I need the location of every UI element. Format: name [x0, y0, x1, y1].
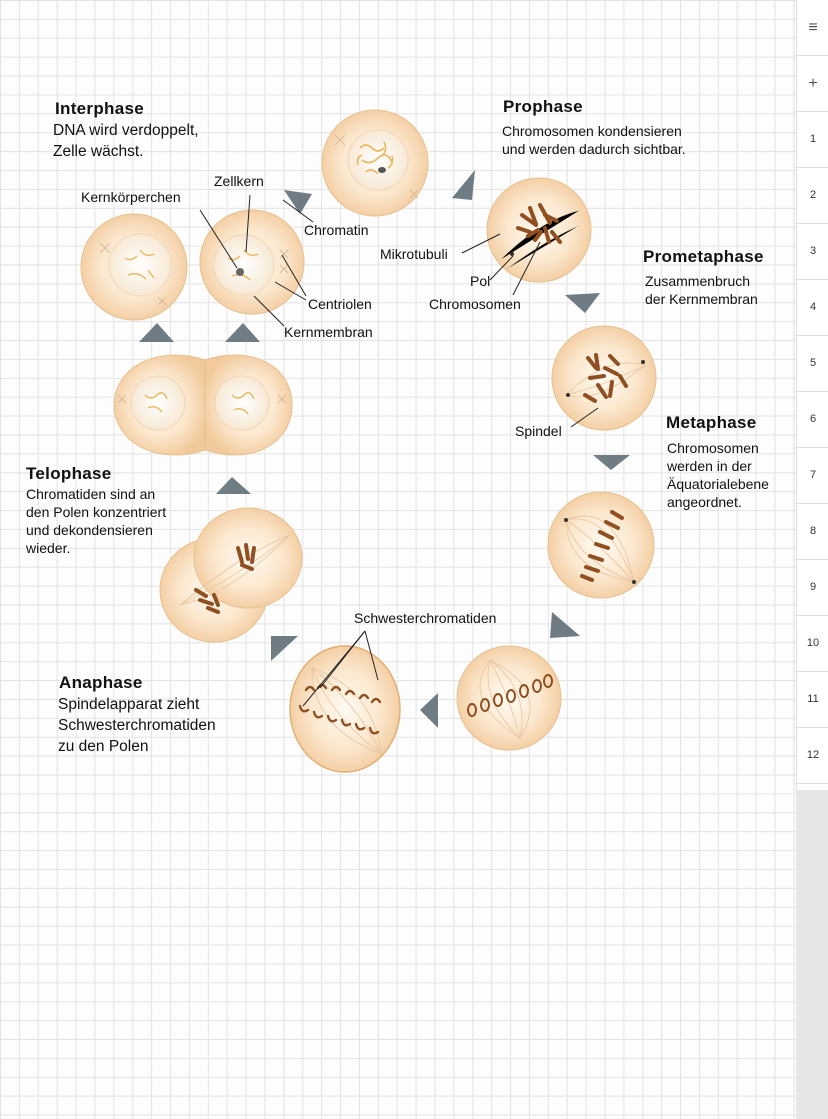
cell-early-anaphase: [456, 645, 562, 751]
label-kernmembran: Kernmembran: [284, 324, 373, 340]
page-list: ≡ + 1 2 3 4 5 6 7 8 9 10 11 12: [796, 0, 828, 790]
cell-cytokinesis: [113, 354, 293, 456]
phase-title-metaphase: Metaphase: [666, 413, 757, 432]
arrow-icon: [593, 455, 630, 470]
phase-desc-prometaphase: Zusammenbruch der Kernmembran: [645, 273, 758, 307]
arrow-icon: [420, 693, 438, 728]
phase-desc-prophase: Chromosomen kondensieren und werden dadu…: [502, 123, 686, 157]
phase-title-anaphase: Anaphase: [59, 673, 143, 692]
phase-title-interphase: Interphase: [55, 99, 144, 118]
page-tab-8[interactable]: 8: [797, 504, 828, 560]
arrow-icon: [550, 612, 580, 638]
page-tab-3[interactable]: 3: [797, 224, 828, 280]
arrow-icon: [225, 323, 260, 342]
arrow-icon: [284, 190, 312, 214]
phase-title-telophase: Telophase: [26, 464, 112, 483]
page-tab-4[interactable]: 4: [797, 280, 828, 336]
label-pol: Pol: [470, 273, 491, 289]
label-schwesterchromatiden: Schwesterchromatiden: [354, 610, 497, 626]
arrow-icon: [271, 636, 298, 661]
label-spindel: Spindel: [515, 423, 562, 439]
mitosis-illustration: [80, 109, 657, 773]
cell-interphase-left: [80, 213, 188, 321]
arrow-icon: [139, 323, 174, 342]
phase-desc-anaphase: Spindelapparat zieht Schwesterchromatide…: [58, 696, 216, 755]
page-tab-9[interactable]: 9: [797, 560, 828, 616]
page-sidebar: ≡ + 1 2 3 4 5 6 7 8 9 10 11 12: [796, 0, 828, 1119]
menu-icon[interactable]: ≡: [797, 0, 828, 56]
cell-anaphase: [289, 645, 401, 773]
arrow-icon: [452, 170, 475, 200]
arrow-icon: [565, 293, 600, 313]
cell-telophase: [159, 507, 303, 643]
mitosis-diagram: Interphase DNA wird verdoppelt, Zelle wä…: [26, 97, 769, 773]
arrow-icon: [216, 477, 251, 494]
cell-prometaphase: [551, 325, 657, 431]
leader-lines: [199, 194, 599, 707]
page-tab-6[interactable]: 6: [797, 392, 828, 448]
page-tab-11[interactable]: 11: [797, 672, 828, 728]
phase-title-prophase: Prophase: [503, 97, 583, 116]
page-tab-1[interactable]: 1: [797, 112, 828, 168]
phase-desc-telophase: Chromatiden sind an den Polen konzentrie…: [26, 486, 167, 556]
label-zellkern: Zellkern: [214, 173, 264, 189]
add-page-icon[interactable]: +: [797, 56, 828, 112]
page-tab-12[interactable]: 12: [797, 728, 828, 784]
label-chromosomen: Chromosomen: [429, 296, 521, 312]
phase-desc-interphase: DNA wird verdoppelt, Zelle wächst.: [53, 122, 199, 160]
cell-chromatin: [321, 109, 429, 217]
cycle-arrows: [139, 170, 630, 728]
page-tab-2[interactable]: 2: [797, 168, 828, 224]
phase-desc-metaphase: Chromosomen werden in der Äquatorialeben…: [667, 440, 769, 510]
phase-title-prometaphase: Prometaphase: [643, 247, 764, 266]
cell-interphase-right: [199, 209, 305, 315]
cell-metaphase: [547, 491, 655, 599]
label-mikrotubuli: Mikrotubuli: [380, 246, 448, 262]
page-tab-7[interactable]: 7: [797, 448, 828, 504]
page-tab-10[interactable]: 10: [797, 616, 828, 672]
label-centriolen: Centriolen: [308, 296, 372, 312]
label-kernkoerperchen: Kernkörperchen: [81, 189, 181, 205]
label-chromatin: Chromatin: [304, 222, 369, 238]
page-tab-5[interactable]: 5: [797, 336, 828, 392]
